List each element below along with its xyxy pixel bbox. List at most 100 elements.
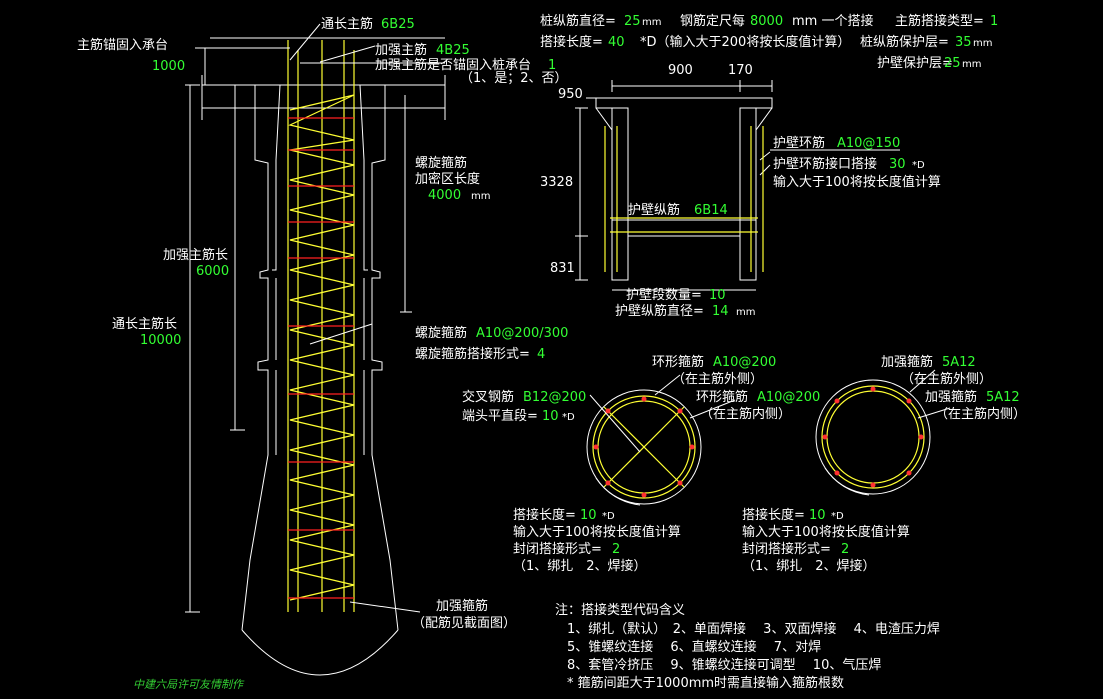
strengthen-bar-label: 加强主筋 [375, 42, 427, 58]
sect2-inner-value: 5A12 [986, 390, 1020, 405]
sect1-end-value: 10 [542, 409, 559, 424]
param-wallcover-label: 护壁保护层= [877, 56, 953, 71]
wall-long-value: 6B14 [694, 203, 728, 218]
wall-count-label: 护壁段数量= [626, 288, 702, 303]
spiral-lap-label: 螺旋箍筋搭接形式= [415, 346, 530, 362]
param-cover-value: 35 [955, 35, 972, 50]
through-length-value: 10000 [140, 333, 181, 348]
param-dia-label: 桩纵筋直径= [540, 13, 616, 29]
wall-longdia-label: 护壁纵筋直径= [615, 303, 704, 319]
sect1-close-value: 2 [612, 542, 620, 557]
sect1-lap-label: 搭接长度= [513, 507, 576, 523]
sect1-lap-unit: *D [602, 511, 615, 522]
through-length-label: 通长主筋长 [112, 316, 177, 332]
param-fix-label: 钢筋定尺每 [680, 13, 745, 29]
anchor-label: 主筋锚固入承台 [77, 37, 168, 53]
through-bar-value: 6B25 [381, 17, 415, 32]
sect1-ring-label: 环形箍筋 [652, 354, 704, 370]
param-laptype-value: 1 [990, 14, 998, 29]
wall-dim-831: 831 [550, 261, 575, 276]
sect2-lap-value: 10 [809, 508, 826, 523]
wall-dim-950: 950 [558, 87, 583, 102]
sect1-cross-label: 交叉钢筋 [462, 389, 514, 405]
wall-hoop-lap-label: 护壁环筋接口搭接 [773, 156, 877, 172]
spiral-dense-value: 4000 [428, 188, 461, 203]
anchor-question: 加强主筋是否锚固入桩承台 [375, 57, 531, 73]
sect1-cross-value: B12@200 [523, 390, 586, 405]
sect2-outer-value: 5A12 [942, 355, 976, 370]
wall-hoop-lap-value: 30 [889, 157, 906, 172]
strengthen-length-value: 6000 [196, 264, 229, 279]
pile-red-hoops [288, 117, 354, 599]
spiral-lap-value: 4 [537, 347, 545, 362]
wall-hoop-label: 护壁环筋 [773, 135, 825, 151]
notes-title: 注：搭接类型代码含义 [555, 602, 685, 618]
wall-rebars [604, 126, 764, 272]
notes-line-2: 5、锥螺纹连接 6、直螺纹连接 7、对焊 [567, 639, 821, 655]
sect1-lap-note: 输入大于100将按长度值计算 [513, 524, 681, 540]
section-2-main-bars [822, 386, 924, 488]
spiral-dense-label-1: 螺旋箍筋 [415, 155, 467, 171]
pile-outline [201, 75, 446, 676]
section-2-drawing [815, 369, 951, 496]
sect2-close-value: 2 [841, 542, 849, 557]
sect1-inner-value: A10@200 [757, 390, 820, 405]
sect2-lap-unit: *D [831, 511, 844, 522]
wall-hoop-value: A10@150 [837, 136, 900, 151]
param-wallcover-value: 25 [944, 56, 961, 71]
sect1-close-label: 封闭搭接形式= [513, 541, 602, 557]
anchor-value: 1000 [152, 59, 185, 74]
param-fix-tail: mm 一个搭接 [792, 13, 873, 29]
sect1-close-options: （1、绑扎 2、焊接） [513, 558, 647, 574]
credit-text: 中建六局许可友情制作 [133, 678, 245, 691]
sect1-ring-note: （在主筋外侧） [672, 371, 763, 387]
sect1-lap-value: 10 [580, 508, 597, 523]
strengthen-hoop-label: 加强箍筋 [436, 598, 488, 614]
wall-longdia-value: 14 [712, 304, 729, 319]
strengthen-bar-value: 4B25 [436, 43, 470, 58]
wall-count-value: 10 [709, 288, 726, 303]
notes-line-3: 8、套管冷挤压 9、锥螺纹连接可调型 10、气压焊 [567, 657, 881, 673]
sect2-outer-note: （在主筋外侧） [901, 371, 992, 387]
wall-hoop-lap-unit: *D [912, 160, 925, 171]
wall-hoop-lap-note: 输入大于100将按长度值计算 [773, 174, 941, 190]
spiral-hoop-label: 螺旋箍筋 [415, 325, 467, 341]
sect2-lap-label: 搭接长度= [742, 507, 805, 523]
wall-longdia-unit: mm [736, 307, 755, 318]
strengthen-length-label: 加强主筋长 [163, 247, 228, 263]
wall-long-label: 护壁纵筋 [628, 202, 680, 218]
sect1-ring-value: A10@200 [713, 355, 776, 370]
spiral-dense-unit: mm [471, 191, 490, 202]
param-laplen-value: 40 [608, 35, 625, 50]
anchor-question-options: （1、是；2、否） [460, 71, 568, 86]
param-cover-unit: mm [973, 38, 992, 49]
wall-section-outline [575, 80, 900, 291]
param-fix-value: 8000 [750, 14, 783, 29]
sect2-inner-note: （在主筋内侧） [935, 406, 1026, 422]
sect1-end-label: 端头平直段= [462, 409, 538, 424]
notes-line-4: * 箍筋间距大于1000mm时需直接输入箍筋根数 [567, 675, 844, 691]
sect2-inner-label: 加强箍筋 [925, 389, 977, 405]
spiral-hoop-value: A10@200/300 [476, 326, 568, 341]
param-laptype-label: 主筋搭接类型= [895, 13, 984, 29]
spiral-dense-label-2: 加密区长度 [415, 171, 480, 187]
sect2-lap-note: 输入大于100将按长度值计算 [742, 524, 910, 540]
sect1-end-unit: *D [562, 412, 575, 423]
wall-dim-170: 170 [728, 63, 753, 78]
anchor-question-value: 1 [548, 58, 556, 73]
strengthen-hoop-note: （配筋见截面图） [412, 615, 516, 631]
sect2-close-label: 封闭搭接形式= [742, 541, 831, 557]
sect2-outer-label: 加强箍筋 [881, 354, 933, 370]
param-dia-unit: mm [642, 17, 661, 28]
sect1-inner-note: （在主筋内侧） [700, 406, 791, 422]
wall-dim-3328: 3328 [540, 175, 573, 190]
param-cover-label: 桩纵筋保护层= [860, 34, 949, 50]
section-1-main-bars [593, 396, 695, 498]
param-laplen-label: 搭接长度= [540, 34, 603, 50]
param-laplen-tail: *D（输入大于200将按长度值计算） [640, 34, 850, 50]
param-dia-value: 25 [624, 14, 641, 29]
sect1-inner-label: 环形箍筋 [696, 389, 748, 405]
sect2-close-options: （1、绑扎 2、焊接） [742, 558, 876, 574]
notes-line-1: 1、绑扎（默认） 2、单面焊接 3、双面焊接 4、电渣压力焊 [567, 621, 940, 637]
